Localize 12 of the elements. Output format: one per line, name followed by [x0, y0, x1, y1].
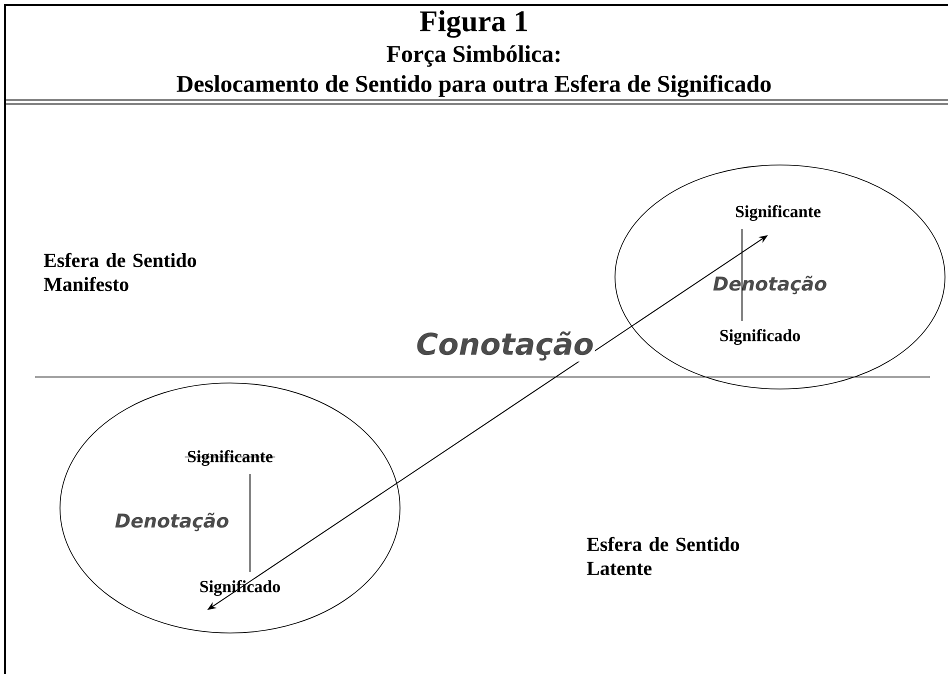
- region-label: Esfera de Sentido Latente: [586, 536, 740, 576]
- denotation-text: Denotação: [115, 512, 228, 532]
- subtitle: Força Simbólica:: [386, 45, 560, 67]
- signifier-text: Significante: [184, 450, 276, 466]
- signified-text: Significado: [720, 329, 800, 345]
- edge-label: Conotação: [415, 330, 595, 362]
- ellipse-shape: [60, 382, 400, 634]
- ellipse-shape: [614, 164, 946, 390]
- region-label: Esfera de Sentido Manifesto: [44, 252, 196, 292]
- title: Figura 1: [420, 10, 528, 38]
- signifier-text: Significante: [736, 205, 821, 221]
- subtitle: Deslocamento de Sentido para outra Esfera de Significado: [176, 74, 771, 98]
